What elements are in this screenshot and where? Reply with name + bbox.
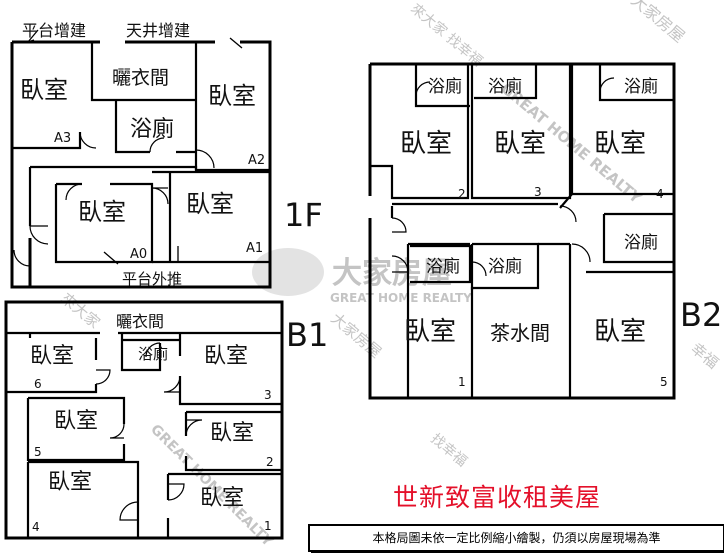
watermark-diagonal-text: 來大家 bbox=[57, 289, 103, 332]
room-label-bedroom: 臥室 bbox=[404, 317, 456, 347]
watermark-brand-en: GREAT HOME REALTY bbox=[330, 291, 472, 305]
room-label-bathroom: 浴廁 bbox=[488, 256, 522, 277]
room-number: 2 bbox=[266, 455, 274, 469]
room-label-bedroom: 臥室 bbox=[48, 470, 92, 495]
room-code: A0 bbox=[130, 247, 147, 262]
watermark-diagonal-text: 找幸福 bbox=[427, 431, 469, 470]
room-label-bedroom: 臥室 bbox=[186, 190, 234, 218]
door-icon bbox=[195, 149, 215, 169]
room-number: 5 bbox=[660, 375, 668, 389]
room-label-bathroom: 浴廁 bbox=[426, 256, 460, 277]
room-label-bedroom: 臥室 bbox=[20, 76, 68, 104]
room-code: A3 bbox=[54, 131, 71, 146]
door-icon bbox=[571, 243, 591, 263]
room-label-bedroom: 臥室 bbox=[208, 82, 256, 110]
door-icon bbox=[559, 205, 577, 223]
room-label-tea-room: 茶水間 bbox=[490, 321, 550, 345]
door-icon bbox=[95, 369, 111, 385]
door-icon bbox=[65, 183, 83, 201]
room-label-bedroom: 臥室 bbox=[210, 421, 254, 446]
room-label-bedroom: 臥室 bbox=[494, 129, 546, 159]
annotation-atrium-addition: 天井增建 bbox=[126, 21, 190, 40]
room-label-bedroom: 臥室 bbox=[204, 344, 248, 369]
door-icon bbox=[167, 483, 185, 501]
watermark-brand-cn: 大家房屋 bbox=[332, 256, 452, 291]
door-icon bbox=[185, 419, 203, 437]
arrow-icon bbox=[229, 37, 243, 49]
door-icon bbox=[29, 225, 49, 245]
watermark-diagonal-text: 來大家 找幸福 bbox=[407, 0, 486, 70]
room-label-bathroom: 浴廁 bbox=[624, 76, 658, 97]
room-number: 1 bbox=[458, 375, 466, 389]
watermark-diagonal-text: 幸福 bbox=[687, 339, 722, 372]
room-label-bedroom: 臥室 bbox=[54, 409, 98, 434]
room-number: 2 bbox=[458, 187, 466, 201]
watermark-diagonal-text: 大家房屋 bbox=[327, 309, 385, 361]
plan-b1: 曬衣間 臥室 6 浴廁 臥室 3 臥室 5 臥室 2 臥室 4 臥室 1 B1 bbox=[4, 300, 328, 540]
door-icon bbox=[79, 131, 97, 149]
room-label-bedroom: 臥室 bbox=[200, 486, 244, 511]
door-icon bbox=[13, 249, 31, 267]
floor-label-b1: B1 bbox=[286, 316, 328, 354]
door-icon bbox=[471, 261, 487, 277]
door-icon bbox=[391, 217, 407, 233]
room-number: 5 bbox=[34, 445, 42, 459]
room-label-bathroom: 浴廁 bbox=[138, 345, 168, 363]
plan-b2: 浴廁 浴廁 浴廁 臥室 2 臥室 3 臥室 4 浴廁 浴廁 浴廁 臥室 1 茶水… bbox=[368, 62, 722, 400]
annotation-platform-push: 平台外推 bbox=[122, 270, 182, 288]
room-label-bedroom: 臥室 bbox=[30, 344, 74, 369]
room-number: 1 bbox=[264, 519, 272, 533]
disclaimer-note: 本格局圖未依一定比例縮小繪製，仍須以房屋現場為準 bbox=[308, 524, 724, 552]
door-icon bbox=[415, 81, 431, 97]
room-label-bedroom: 臥室 bbox=[78, 198, 126, 226]
room-number: 3 bbox=[264, 388, 272, 402]
room-label-bathroom: 浴廁 bbox=[428, 76, 462, 97]
door-icon bbox=[163, 375, 181, 393]
door-icon bbox=[145, 342, 161, 358]
annotation-platform-addition: 平台增建 bbox=[22, 21, 86, 40]
door-icon bbox=[599, 77, 615, 93]
room-label-bedroom: 臥室 bbox=[594, 129, 646, 159]
door-icon bbox=[119, 501, 139, 521]
room-label-bathroom: 浴廁 bbox=[488, 76, 522, 97]
room-label-bathroom: 浴廁 bbox=[130, 117, 174, 142]
door-icon bbox=[149, 137, 165, 153]
floor-label-1f: 1F bbox=[284, 196, 323, 234]
room-label-drying-room: 曬衣間 bbox=[116, 312, 164, 331]
room-label-bedroom: 臥室 bbox=[594, 317, 646, 347]
room-number: 3 bbox=[534, 185, 542, 199]
listing-title: 世新致富收租美屋 bbox=[392, 483, 601, 512]
door-icon bbox=[151, 187, 169, 205]
door-icon bbox=[391, 255, 409, 273]
room-label-drying-room: 曬衣間 bbox=[112, 67, 169, 89]
arrow-icon bbox=[103, 246, 179, 265]
room-label-bathroom: 浴廁 bbox=[624, 232, 658, 253]
room-code: A2 bbox=[248, 153, 265, 168]
room-number: 4 bbox=[32, 520, 40, 534]
room-number: 6 bbox=[34, 377, 42, 391]
room-label-bedroom: 臥室 bbox=[400, 129, 452, 159]
room-code: A1 bbox=[246, 241, 263, 256]
watermark-diagonal-text: 大家房屋 bbox=[627, 0, 688, 46]
plan-1f: 平台增建 天井增建 臥室 A3 曬衣間 浴廁 臥室 A2 臥室 A0 臥室 A1… bbox=[10, 21, 323, 289]
room-number: 4 bbox=[656, 187, 664, 201]
door-icon bbox=[109, 423, 125, 439]
floor-label-b2: B2 bbox=[680, 296, 722, 334]
arrow-icon bbox=[27, 29, 39, 43]
